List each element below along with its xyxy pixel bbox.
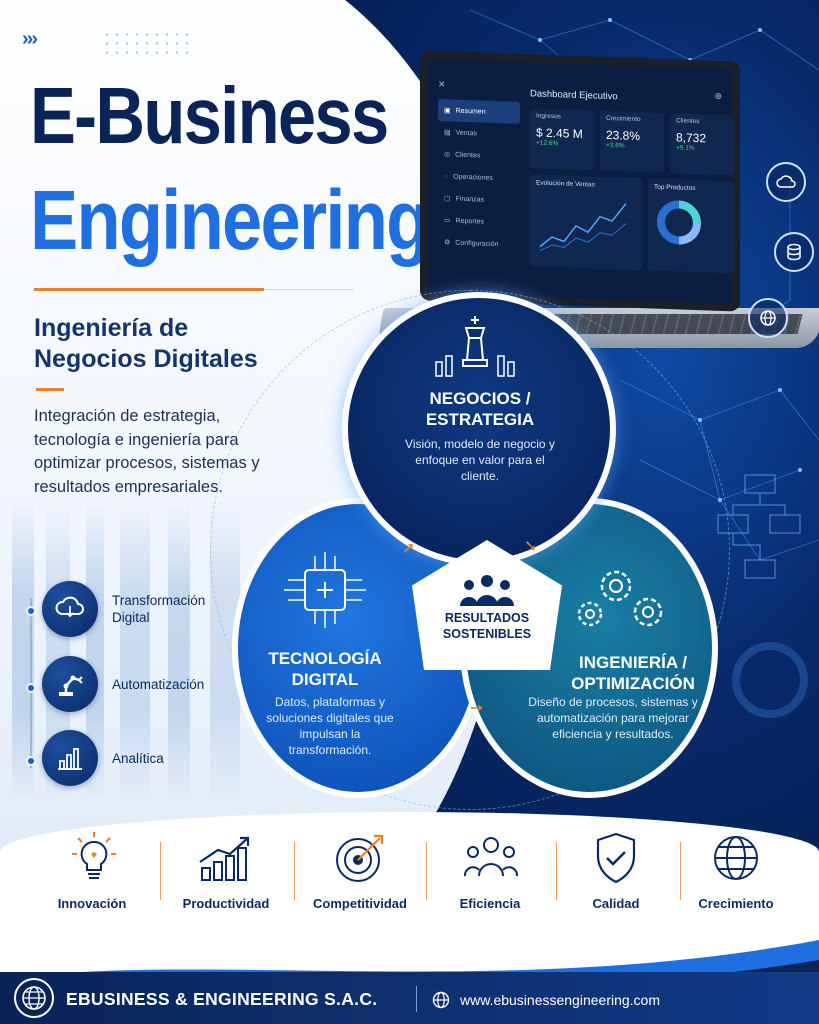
negocios-title: NEGOCIOS / ESTRATEGIA [425, 389, 535, 429]
target-icon [336, 834, 384, 882]
web-icon [432, 991, 450, 1009]
web-globe-icon [748, 298, 788, 338]
cycle-arrow-icon: ➚ [402, 540, 416, 557]
team-results-icon [460, 575, 514, 606]
timeline-dot [26, 683, 36, 693]
negocios-desc: Visión, modelo de negocio y enfoque en v… [405, 437, 555, 483]
robot-arm-icon [42, 656, 98, 712]
center-results-text: RESULTADOS SOSTENIBLES [442, 611, 532, 641]
dash-nav-configuracion[interactable]: ⚙Configuración [444, 239, 499, 248]
side-item-transformacion: Transformación Digital [42, 581, 222, 637]
home-icon: ▣ [444, 107, 451, 115]
tecnologia-desc: Datos, plataformas y soluciones digitale… [266, 695, 394, 757]
user-icon: ◎ [444, 151, 451, 159]
report-icon: ▭ [444, 217, 451, 225]
dash-nav-operaciones[interactable]: ◌Operaciones [444, 172, 493, 182]
feature-divider [294, 842, 295, 900]
tecnologia-title: TECNOLOGÍA DIGITAL [268, 649, 382, 689]
chess-king-icon [435, 316, 515, 377]
database-icon [774, 232, 814, 272]
money-icon: ▢ [444, 195, 451, 203]
dash-nav-ventas[interactable]: ▤Ventas [444, 129, 478, 137]
outer-dashed-ring [210, 290, 730, 810]
timeline-dot [26, 606, 36, 616]
title-line2: Engineering [30, 173, 430, 267]
donut-chart [657, 200, 701, 245]
subtitle-divider [36, 388, 64, 391]
globe-icon [714, 836, 758, 880]
cloud-sync-icon [42, 581, 98, 637]
timeline-dot [26, 756, 36, 766]
feature-divider [680, 842, 681, 900]
subtitle-line2: Negocios Digitales [34, 345, 258, 373]
subtitle-line1: Ingeniería de [34, 314, 189, 342]
feature-divider [556, 842, 557, 900]
ingenieria-title: INGENIERÍA / OPTIMIZACIÓN [571, 653, 695, 693]
cycle-arrow-icon: ➙ [470, 700, 484, 717]
dashboard-sidebar: ▣Resumen ▤Ventas ◎Clientes ◌Operaciones … [438, 99, 520, 256]
side-item-automatizacion: Automatización [42, 656, 222, 712]
circuit-chip-icon [284, 552, 366, 628]
dot-grid-decoration [102, 30, 192, 56]
panel-top-products: Top Productos [648, 178, 734, 274]
side-item-analitica: Analítica [42, 730, 222, 786]
circle-negocios [342, 292, 616, 566]
company-name: EBUSINESS & ENGINEERING S.A.C. [66, 989, 378, 1009]
dashboard-title: Dashboard Ejecutivo [530, 88, 618, 103]
title-line1: E-Business [30, 71, 389, 160]
cycle-arrow-icon: ➘ [524, 538, 538, 555]
ingenieria-desc: Diseño de procesos, sistemas y automatiz… [528, 695, 698, 741]
team-icon [464, 837, 518, 877]
dash-nav-resumen[interactable]: ▣Resumen [438, 99, 520, 124]
side-item-label: Automatización [112, 676, 205, 692]
title-divider [34, 288, 354, 291]
company-website-link[interactable]: www.ebusinessengineering.com [460, 992, 660, 1008]
cloud-icon [766, 162, 806, 202]
kpi-clientes: Clientes 8,732 +9.1% [670, 113, 734, 176]
close-icon[interactable]: ⊗ [714, 90, 722, 101]
footer-bar [0, 972, 819, 1024]
growth-chart-icon [199, 836, 250, 881]
gear-icon: ⚙ [444, 239, 451, 247]
kpi-ingresos: Ingresos $ 2.45 M +12.6% [530, 108, 594, 171]
bar-chart-icon [42, 730, 98, 786]
dash-nav-finanzas[interactable]: ▢Finanzas [444, 195, 485, 204]
ops-icon: ◌ [444, 172, 449, 180]
chart-icon: ▤ [444, 129, 451, 137]
footer-divider [416, 986, 417, 1012]
dashboard-screen: ✕ Dashboard Ejecutivo ⊗ ▣Resumen ▤Ventas… [420, 50, 740, 312]
panel-sales-trend: Evolución de Ventas [530, 174, 642, 271]
app-logo-icon: ✕ [438, 79, 446, 90]
feature-divider [160, 842, 161, 900]
sales-line-chart [539, 203, 627, 252]
lightbulb-icon [72, 832, 116, 879]
dash-nav-clientes[interactable]: ◎Clientes [444, 151, 481, 160]
company-globe-logo [14, 978, 54, 1018]
chevron-arrows-icon: ››› [22, 28, 38, 50]
feature-divider [426, 842, 427, 900]
subtitle: Ingeniería de Negocios Digitales [34, 313, 294, 375]
gears-icon [577, 570, 663, 627]
dash-nav-reportes[interactable]: ▭Reportes [444, 217, 485, 226]
shield-check-icon [596, 832, 636, 884]
kpi-crecimiento: Crecimiento 23.8% +3.6% [600, 110, 664, 173]
side-item-label: Transformación Digital [112, 593, 206, 625]
description: Integración de estrategia, tecnología e … [34, 407, 260, 496]
side-item-label: Analítica [112, 750, 164, 766]
